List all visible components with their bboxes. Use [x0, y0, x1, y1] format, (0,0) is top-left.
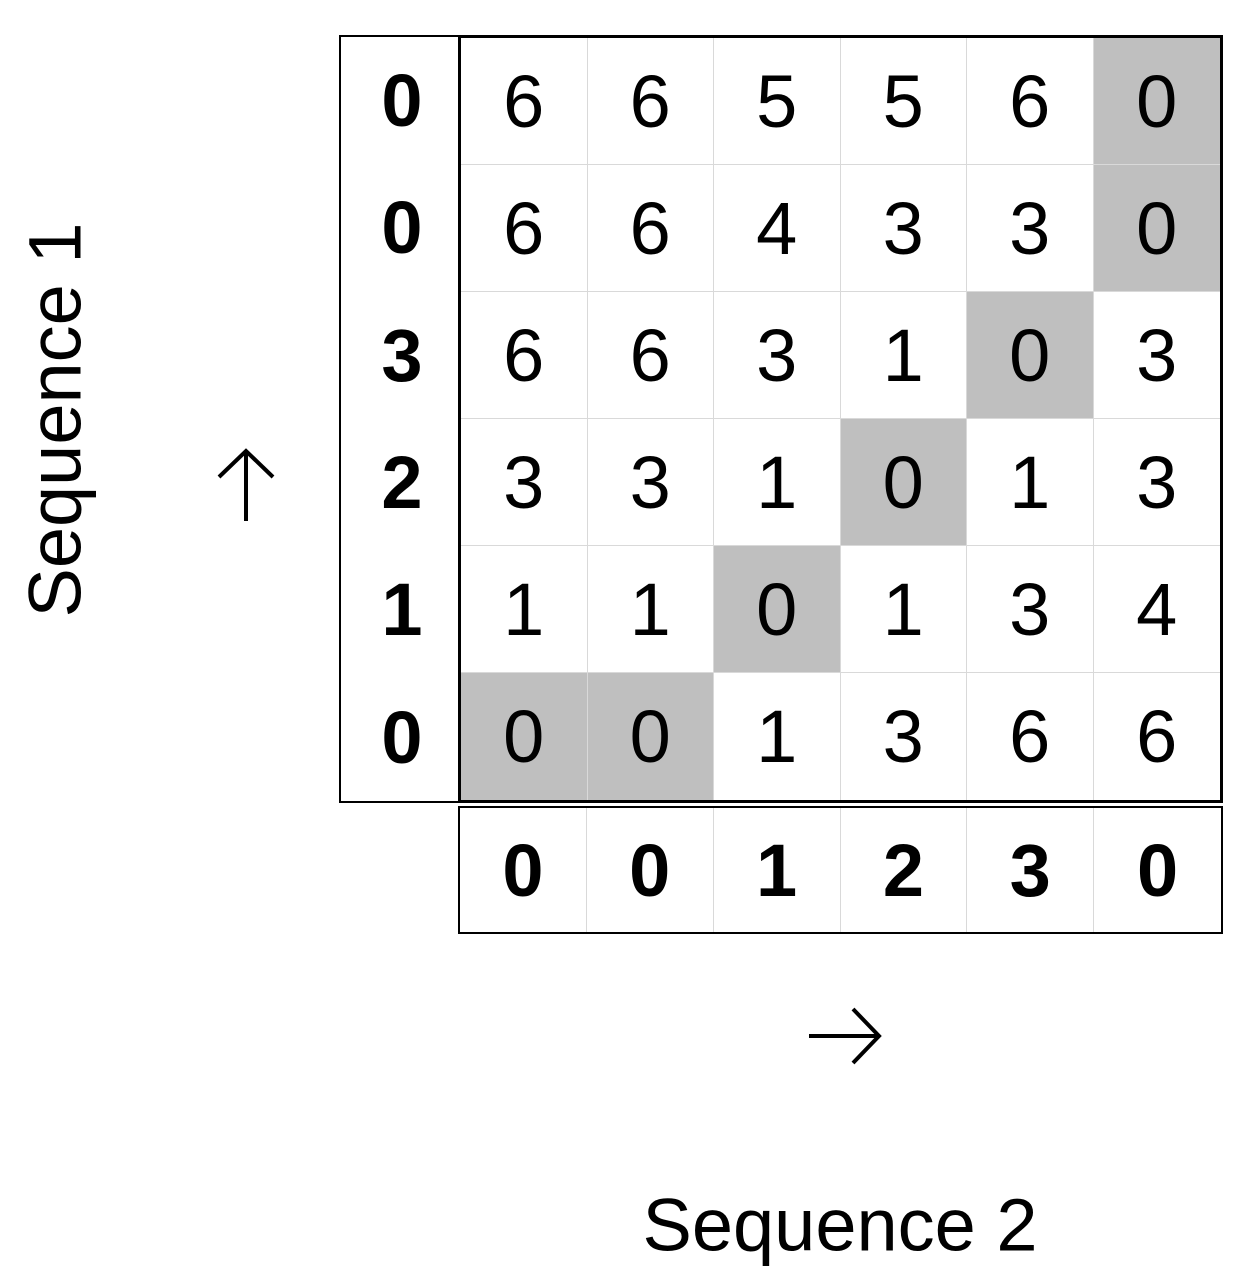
matrix-cell: 1 — [840, 546, 967, 673]
sequence-1-value: 2 — [381, 441, 423, 525]
matrix-cell: 6 — [461, 165, 588, 292]
matrix-cell: 1 — [967, 419, 1094, 546]
matrix-cell: 6 — [967, 38, 1094, 165]
matrix-cell: 1 — [714, 419, 841, 546]
matrix-cell: 1 — [840, 292, 967, 419]
matrix-cell: 3 — [587, 419, 714, 546]
matrix-cell: 3 — [1093, 292, 1220, 419]
matrix-cell: 3 — [1093, 419, 1220, 546]
matrix-cell-path: 0 — [1093, 165, 1220, 292]
matrix-cell: 4 — [1093, 546, 1220, 673]
matrix-cell: 6 — [587, 292, 714, 419]
sequence-2-value: 0 — [460, 808, 587, 932]
matrix-cell-path: 0 — [587, 673, 714, 800]
sequence-1-labels: 0 0 3 2 1 0 — [339, 35, 459, 803]
matrix-cell: 3 — [967, 546, 1094, 673]
matrix-cell-path: 0 — [461, 673, 588, 800]
sequence-1-title: Sequence 1 — [13, 222, 97, 618]
matrix-cell: 6 — [461, 38, 588, 165]
matrix-cell: 1 — [587, 546, 714, 673]
sequence-1-value: 0 — [381, 59, 423, 143]
matrix-cell: 6 — [587, 38, 714, 165]
matrix-cell: 4 — [714, 165, 841, 292]
sequence-2-value: 3 — [967, 808, 1095, 932]
matrix-cell-path: 0 — [840, 419, 967, 546]
matrix-cell: 3 — [841, 673, 967, 800]
matrix-cell: 3 — [714, 292, 841, 419]
up-arrow-icon — [217, 448, 275, 521]
sequence-2-value: 0 — [587, 808, 714, 932]
sequence-1-value: 1 — [381, 568, 423, 652]
matrix-cell: 3 — [461, 419, 588, 546]
matrix-cell: 6 — [967, 673, 1094, 800]
matrix-cell: 3 — [967, 165, 1094, 292]
matrix-cell: 5 — [840, 38, 967, 165]
matrix-cell-path: 0 — [1093, 38, 1220, 165]
matrix-cell: 6 — [587, 165, 714, 292]
sequence-1-value: 0 — [381, 186, 423, 270]
matrix-cell: 6 — [461, 292, 588, 419]
sequence-2-value: 2 — [841, 808, 968, 932]
sequence-2-value: 0 — [1137, 828, 1179, 912]
matrix-cell: 5 — [714, 38, 841, 165]
matrix-cell-path: 0 — [967, 292, 1094, 419]
matrix-cell: 6 — [1136, 695, 1178, 778]
matrix-cell-path: 0 — [714, 546, 841, 673]
sequence-2-value: 1 — [714, 808, 841, 932]
right-arrow-icon — [809, 1007, 882, 1065]
matrix-cell: 1 — [714, 673, 841, 800]
sequence-2-title: Sequence 2 — [642, 1183, 1038, 1267]
matrix-cell: 3 — [840, 165, 967, 292]
sequence-1-value: 0 — [381, 695, 423, 779]
matrix-cell: 1 — [461, 546, 588, 673]
sequence-1-value: 3 — [381, 313, 423, 397]
